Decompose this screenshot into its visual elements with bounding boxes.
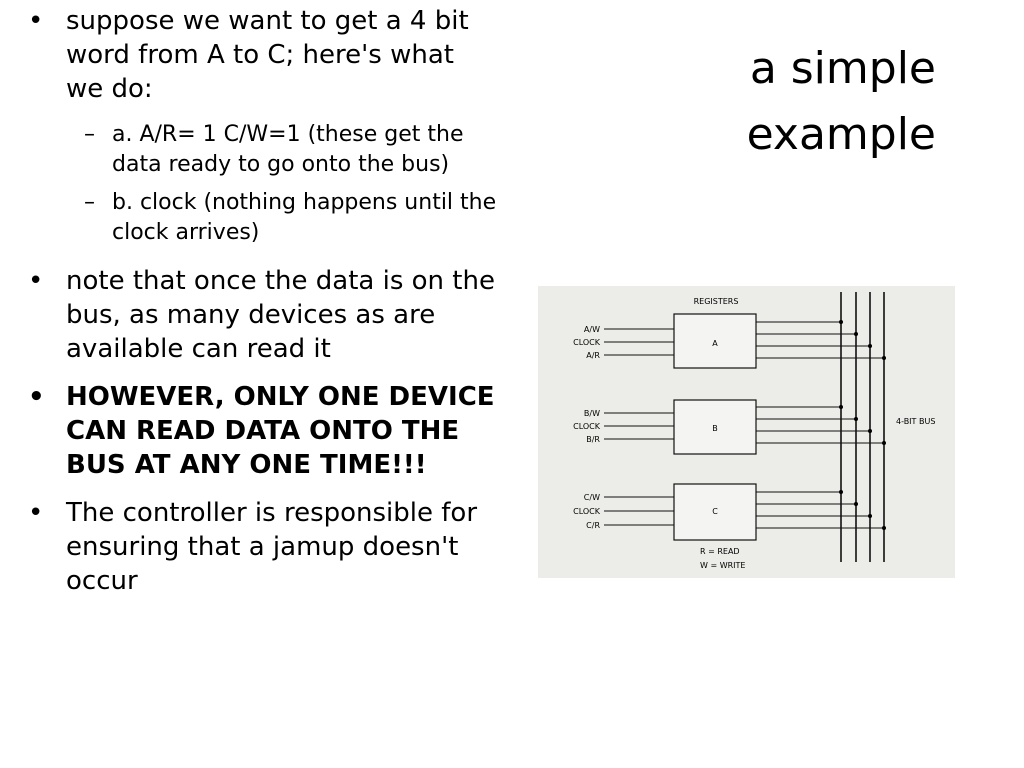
bullet-mark: • — [28, 6, 44, 36]
register-b-wires — [604, 406, 884, 444]
bullet-mark: • — [28, 382, 45, 412]
bus-label: 4-BIT BUS — [896, 417, 935, 426]
legend-write: W = WRITE — [700, 561, 745, 570]
register-c-box — [673, 483, 757, 541]
register-a-input-1: A/W — [584, 325, 600, 334]
dash-mark: – — [84, 190, 95, 215]
subbullet-item-1: – a. A/R= 1 C/W=1 (these get the data re… — [28, 120, 498, 180]
slide-title: a simple example — [676, 36, 936, 168]
register-c-wires — [604, 491, 884, 529]
bullet-item-1: • suppose we want to get a 4 bit word fr… — [28, 4, 498, 106]
dash-mark: – — [84, 122, 95, 147]
bullet-list: • suppose we want to get a 4 bit word fr… — [28, 4, 498, 612]
register-b-input-3: B/R — [586, 435, 600, 444]
subbullet-text: a. A/R= 1 C/W=1 (these get the data read… — [112, 122, 464, 177]
title-line-1: a simple — [749, 43, 936, 94]
register-c-name: C — [712, 507, 718, 516]
register-a-wires — [604, 321, 884, 359]
subbullet-text: b. clock (nothing happens until the cloc… — [112, 190, 497, 245]
legend-read: R = READ — [700, 547, 740, 556]
bullet-text: suppose we want to get a 4 bit word from… — [66, 6, 469, 104]
title-line-2: example — [746, 109, 936, 160]
register-a-input-3: A/R — [586, 351, 600, 360]
bullet-text: The controller is responsible for ensuri… — [66, 498, 478, 596]
bullet-item-4: • The controller is responsible for ensu… — [28, 496, 498, 598]
register-b-input-2: CLOCK — [573, 422, 601, 431]
register-b-input-1: B/W — [584, 409, 600, 418]
register-c-input-2: CLOCK — [573, 507, 601, 516]
register-b-box — [673, 399, 757, 455]
register-c-input-3: C/R — [586, 521, 600, 530]
bus-diagram: REGISTERS 4-BIT BUS A A/W CLOCK A/R — [538, 286, 955, 578]
bullet-mark: • — [28, 498, 44, 528]
register-c-junctions — [839, 490, 886, 530]
bullet-mark: • — [28, 266, 44, 296]
bus-diagram-svg: REGISTERS 4-BIT BUS A A/W CLOCK A/R — [573, 292, 935, 570]
register-b: B B/W CLOCK B/R — [573, 399, 886, 455]
register-b-junctions — [839, 405, 886, 445]
register-b-name: B — [712, 424, 718, 433]
register-a-box — [673, 313, 757, 369]
bullet-item-2: • note that once the data is on the bus,… — [28, 264, 498, 366]
subbullet-item-2: – b. clock (nothing happens until the cl… — [28, 188, 498, 248]
register-a-input-2: CLOCK — [573, 338, 601, 347]
bullet-text: note that once the data is on the bus, a… — [66, 266, 495, 364]
registers-label: REGISTERS — [694, 297, 739, 306]
register-a-name: A — [712, 339, 718, 348]
register-c: C C/W CLOCK C/R — [573, 483, 886, 541]
register-a: A A/W CLOCK A/R — [573, 313, 886, 369]
register-c-input-1: C/W — [584, 493, 600, 502]
register-a-junctions — [839, 320, 886, 360]
bullet-text: HOWEVER, ONLY ONE DEVICE CAN READ DATA O… — [66, 382, 495, 480]
bus-lines — [840, 292, 885, 562]
bullet-item-3: • HOWEVER, ONLY ONE DEVICE CAN READ DATA… — [28, 380, 498, 482]
